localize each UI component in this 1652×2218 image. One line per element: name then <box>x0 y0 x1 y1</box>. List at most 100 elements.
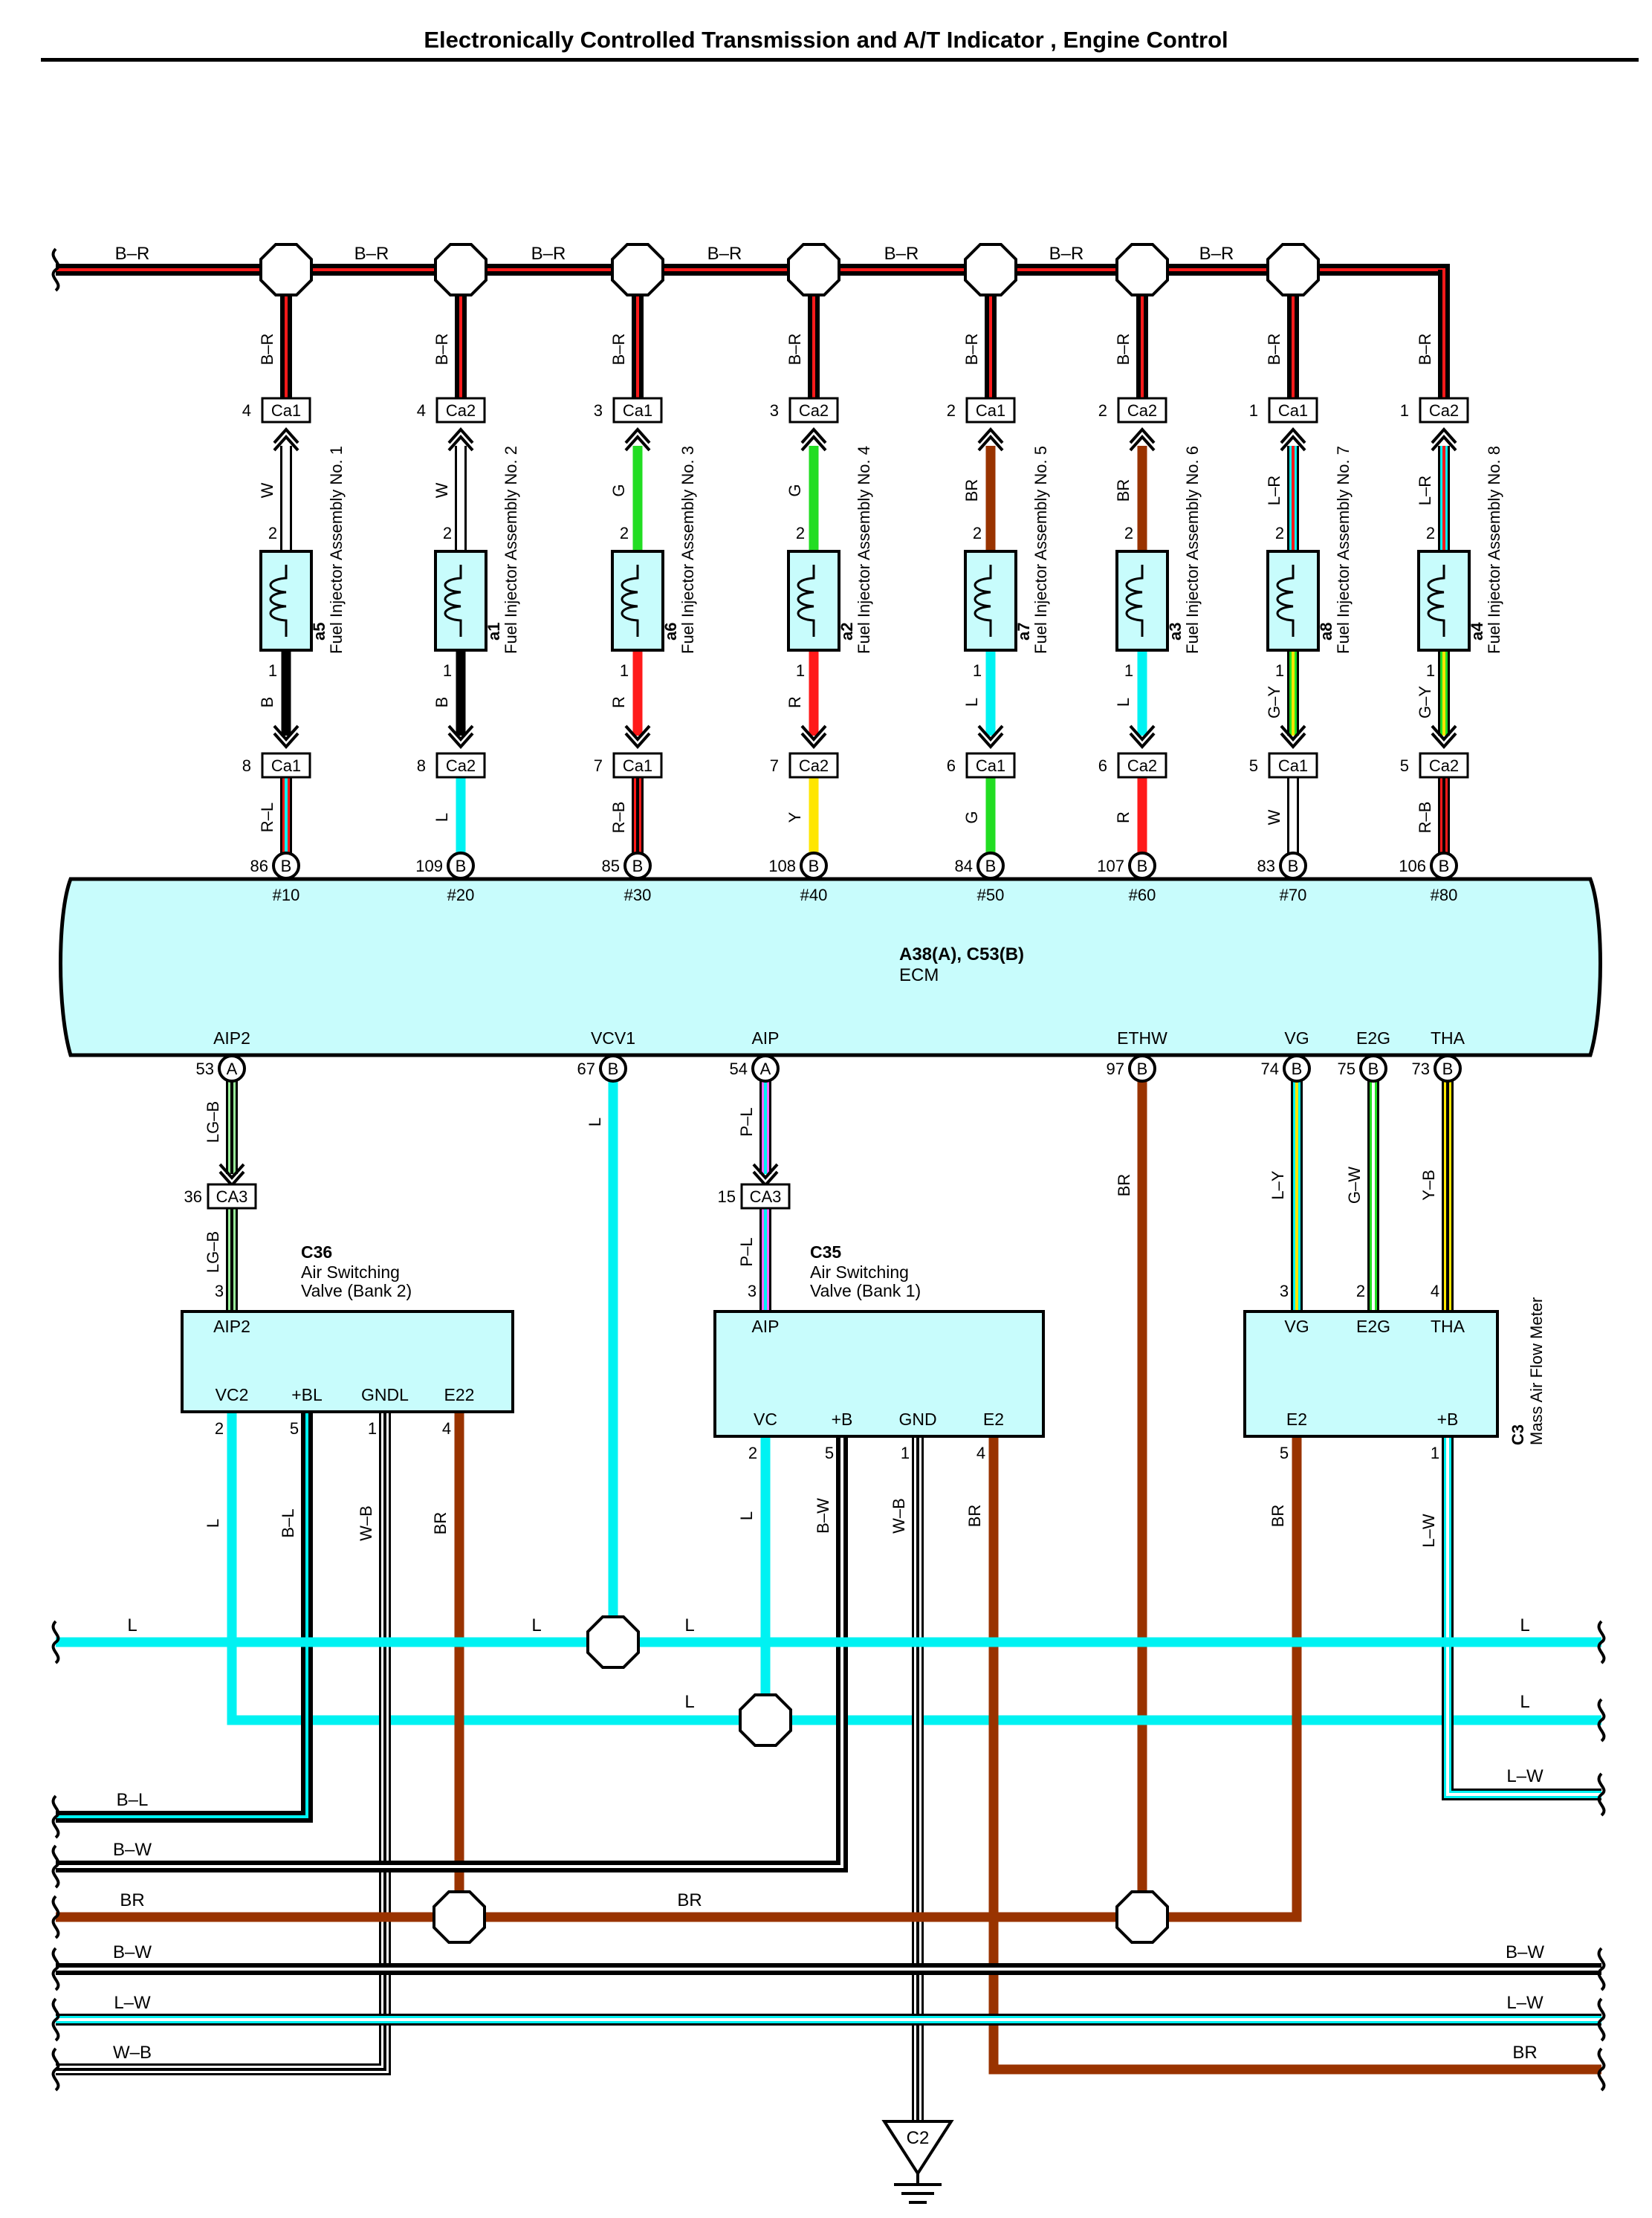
bus-label: B–W <box>1506 1942 1544 1962</box>
feed-wire-label: B–R <box>258 334 276 366</box>
feed-wire-label: B–R <box>433 334 451 366</box>
br-bus-splice <box>1115 1890 1169 1944</box>
c3-box <box>1243 1310 1499 1438</box>
top-connector-pin: 1 <box>1249 401 1258 420</box>
ecm-lower-pin-circle-letter: A <box>760 1060 771 1078</box>
ecm-lower-pin-number: 74 <box>1261 1060 1279 1078</box>
injector-bottom-wire-label: L <box>1114 698 1133 707</box>
top-bus-label: B–R <box>707 244 742 264</box>
injector-coil-icon <box>1427 565 1445 637</box>
c36-pin: 1 <box>368 1419 377 1438</box>
injector-top-connector <box>1268 397 1318 424</box>
ecm-input-wire-label: W <box>1265 809 1283 825</box>
chevron-stroke <box>800 427 827 444</box>
ca3-left-pin: 36 <box>184 1187 202 1206</box>
c36-terminal: GNDL <box>361 1385 409 1404</box>
injector-ref: a3 <box>1166 623 1185 641</box>
c35-pin: 1 <box>901 1444 910 1462</box>
connector-chevron-down-icon <box>273 724 299 750</box>
injector-coil-icon <box>974 565 992 637</box>
injector-bottom-connector <box>1419 752 1469 779</box>
injector-bottom-connector-label: Ca1 <box>976 756 1005 775</box>
ecm-pin-number: 107 <box>1097 857 1124 875</box>
c36-bl-wire <box>56 1412 311 1820</box>
bus-label: B–L <box>117 1790 149 1810</box>
c36-gndl-label: W–B <box>357 1505 375 1541</box>
ecm-lower-pin-circle-letter: A <box>227 1060 238 1078</box>
bottom-connector-pin: 8 <box>242 756 251 775</box>
ecm-lower-pin-circle <box>1128 1054 1156 1083</box>
injector-top-wire-label: L–R <box>1416 476 1434 505</box>
br-bus-splice <box>433 1890 486 1944</box>
ecm-pin-circle-letter: B <box>1439 857 1450 875</box>
top-connector-pin: 3 <box>594 401 603 420</box>
c35-pin: 5 <box>825 1444 834 1462</box>
c3-b-label: L–W <box>1419 1514 1438 1547</box>
connector-chevron-up-icon <box>1280 427 1306 452</box>
ecm-pin-number: 108 <box>768 857 796 875</box>
chevron-stroke <box>800 732 827 750</box>
chevron-stroke <box>1431 732 1457 750</box>
ecm-signal-label: #80 <box>1431 886 1458 904</box>
ecm-input-wire-label: R–B <box>1416 802 1434 834</box>
ecm-input-wire-label: G <box>962 811 981 823</box>
c36-vc2-wire <box>227 1412 1601 1725</box>
ecm-signal-label: #40 <box>800 886 828 904</box>
ecm-input-wire-label: R <box>1114 811 1133 823</box>
top-bus-label: B–R <box>884 244 919 264</box>
injector-bottom-connector <box>1268 752 1318 779</box>
left-break-icon <box>51 1794 60 1839</box>
bus-label: BR <box>1512 2043 1537 2063</box>
injector-name: Fuel Injector Assembly No. 1 <box>327 446 346 654</box>
injector-top-connector <box>788 397 839 424</box>
c36-terminal: +BL <box>291 1385 323 1404</box>
c35-terminal: VC <box>754 1410 777 1429</box>
injector-coil-icon <box>444 565 462 637</box>
c3-top-pin: 4 <box>1431 1282 1439 1300</box>
injector-bottom-wire-label: R <box>785 696 804 708</box>
top-bus-splice <box>787 243 840 296</box>
bus-label: L <box>1520 1692 1529 1712</box>
ecm-lower-pin-circle-letter: B <box>608 1060 619 1078</box>
ecm-signal-label: #20 <box>447 886 475 904</box>
c3-bottom-pin: 1 <box>1431 1444 1439 1462</box>
ecm-signal-label: #30 <box>624 886 652 904</box>
injector-top-connector <box>1117 397 1167 424</box>
injector-top-wire-label: L–R <box>1265 476 1283 505</box>
c36-terminal: VC2 <box>216 1385 249 1404</box>
left-break-icon <box>51 1844 60 1889</box>
c36-in-pin: 3 <box>215 1282 224 1300</box>
connector-chevron-down-icon <box>1129 724 1156 750</box>
c3-top-pin: 3 <box>1280 1282 1289 1300</box>
top-bus-break-icon <box>51 247 60 292</box>
ecm-lower-pin-number: 97 <box>1107 1060 1124 1078</box>
injector-bottom-wire-label: R <box>609 696 628 708</box>
c3-top-terminal: THA <box>1431 1317 1465 1336</box>
injector-lower-pin: 1 <box>443 661 452 680</box>
ecm-lower-pin-circle-letter: B <box>1137 1060 1148 1078</box>
chevron-stroke <box>1280 732 1306 750</box>
c36-in-term: AIP2 <box>213 1317 250 1336</box>
injector-bottom-connector-label: Ca1 <box>271 756 301 775</box>
chevron-stroke <box>447 427 474 444</box>
ecm-pin-number: 86 <box>250 857 268 875</box>
c35-pin: 2 <box>748 1444 757 1462</box>
bus-label: L <box>1520 1615 1529 1635</box>
chevron-stroke <box>1129 724 1156 742</box>
ecm-terminal-label: VG <box>1284 1028 1309 1048</box>
injector-ref: a2 <box>838 623 856 641</box>
bus-label: L <box>684 1615 694 1635</box>
c35-in-term: AIP <box>751 1317 779 1336</box>
injector-top-connector <box>612 397 663 424</box>
ca3-left-connector <box>207 1183 257 1210</box>
c36-bl-wire-stripe <box>56 1412 308 1818</box>
ecm-input-wire-label: R–B <box>609 802 628 834</box>
ecm-lower-pin-number: 53 <box>196 1060 214 1078</box>
top-bus-label: B–R <box>531 244 566 264</box>
ecm-pin-circle-letter: B <box>809 857 820 875</box>
ecm-pin-number: 106 <box>1399 857 1426 875</box>
injector-top-wire-label: G <box>785 484 804 496</box>
injector-name: Fuel Injector Assembly No. 2 <box>502 446 520 654</box>
bus-label: L <box>684 1692 694 1712</box>
injector-bottom-wire-label: G–Y <box>1265 686 1283 719</box>
